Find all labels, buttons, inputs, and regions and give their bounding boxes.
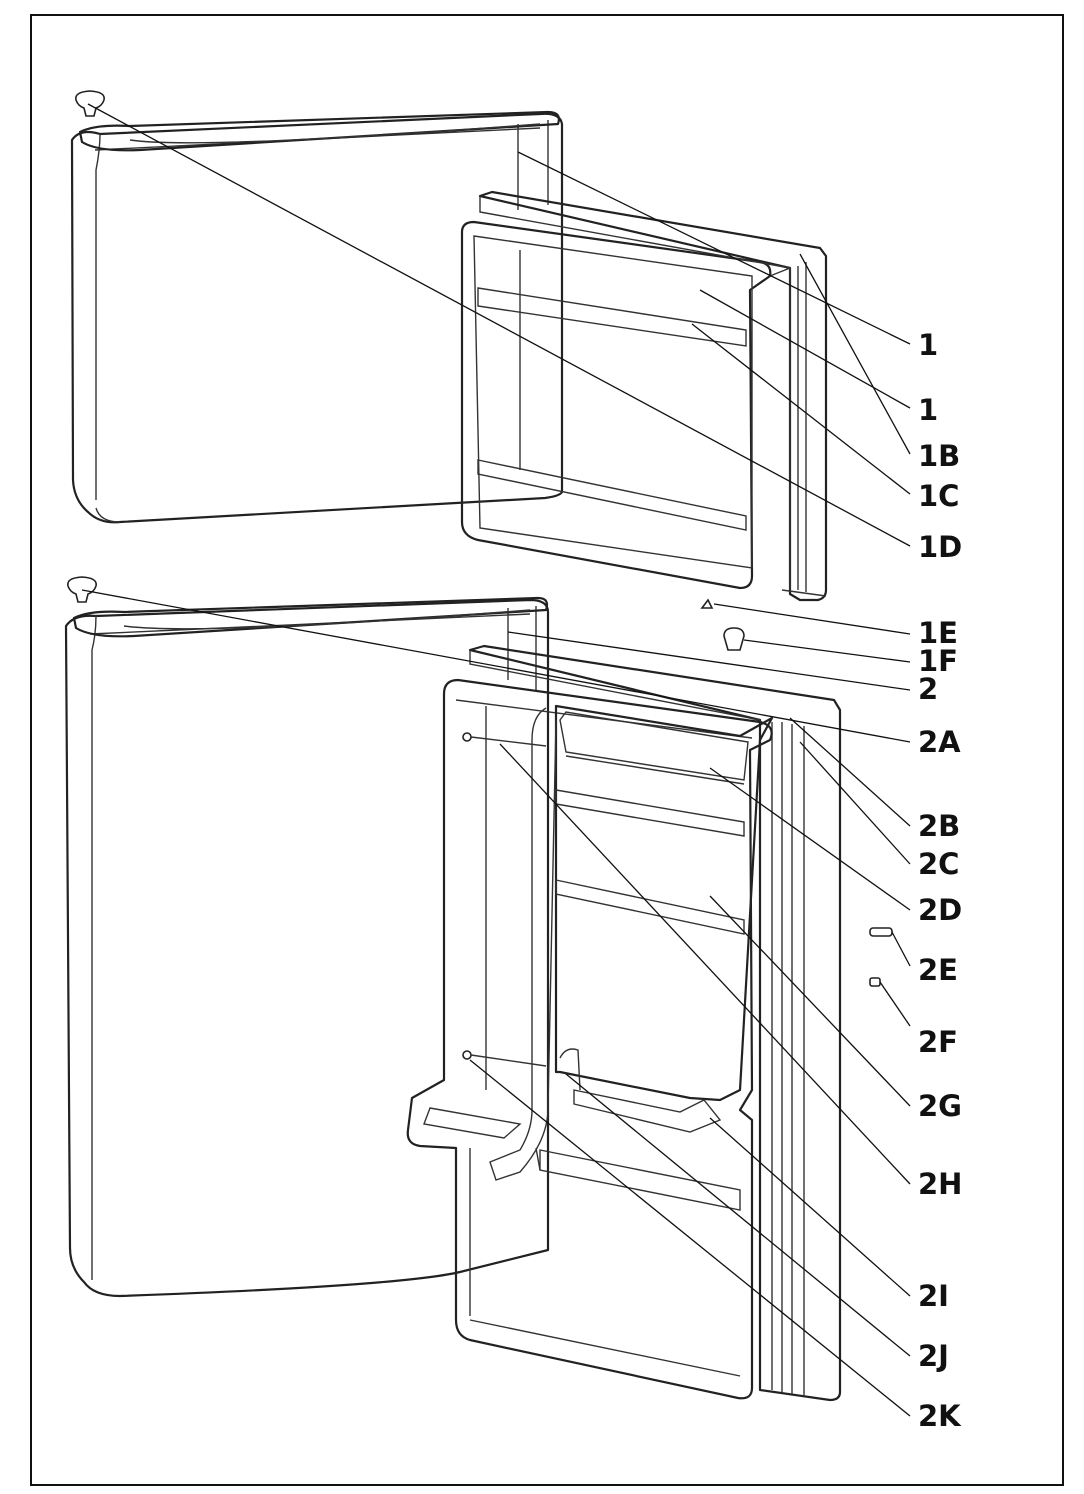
part-1F-cap — [723, 627, 745, 651]
lower-door-outer-panel — [64, 598, 550, 1298]
label-2D: 2D — [918, 893, 962, 927]
label-1B: 1B — [918, 439, 960, 473]
label-2I: 2I — [918, 1279, 949, 1313]
label-1: 1 — [918, 328, 938, 362]
label-2K: 2K — [918, 1399, 962, 1433]
part-2E-clip — [869, 927, 893, 937]
label-2H: 2H — [918, 1167, 962, 1201]
lower-door-inner-liner — [406, 644, 842, 1402]
label-2A: 2A — [918, 725, 961, 759]
label-2F: 2F — [918, 1025, 958, 1059]
leader-lines — [81, 103, 911, 1417]
part-2F-clip — [869, 977, 881, 987]
label-1C: 1C — [918, 479, 959, 513]
label-1F: 1F — [918, 644, 958, 678]
lower-door-rails — [423, 732, 547, 1139]
lower-hinge-pin — [66, 576, 98, 603]
upper-door-outer-panel — [70, 112, 564, 524]
label-1D: 1D — [918, 530, 962, 564]
part-1E-screw — [700, 598, 714, 609]
part-labels: 1 1 1B 1C 1D 1E 1F 2 2A 2B 2C 2D 2E 2F 2… — [918, 328, 962, 1433]
label-2B: 2B — [918, 809, 960, 843]
upper-door-top-trim — [78, 110, 560, 152]
label-2C: 2C — [918, 847, 959, 881]
label-2: 2 — [918, 672, 938, 706]
page-frame — [30, 14, 1064, 1486]
upper-door-inner-liner — [460, 190, 828, 602]
label-1E: 1E — [918, 616, 958, 650]
label-2G: 2G — [918, 1089, 962, 1123]
upper-hinge-pin — [74, 90, 106, 117]
label-2E: 2E — [918, 953, 958, 987]
label-1-second: 1 — [918, 393, 938, 427]
label-2J: 2J — [918, 1339, 949, 1373]
lower-door-top-trim — [72, 596, 549, 638]
lower-door-bins — [489, 704, 774, 1181]
